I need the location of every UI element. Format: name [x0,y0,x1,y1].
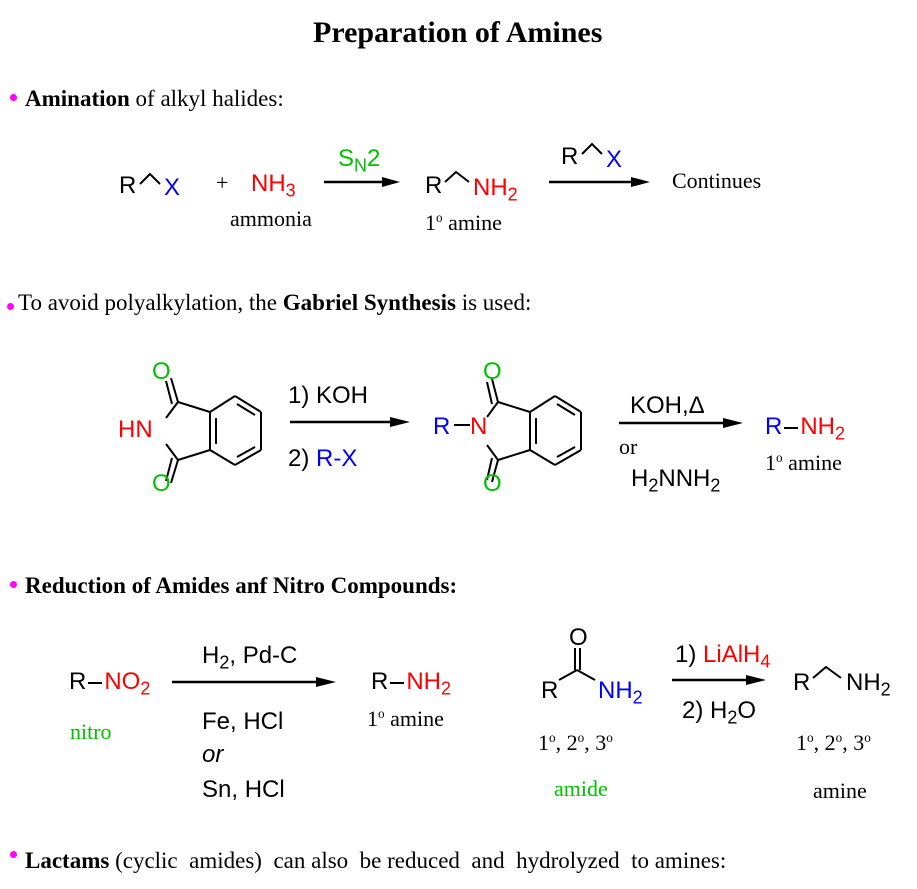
nitro-cond-or: or [202,741,224,768]
heading-bold: Lactams [25,848,110,873]
phthalimide-O-bottom: O [152,470,171,497]
hydrazine-label: H2NNH2 [631,465,721,496]
alkyl-halide-bond [139,172,161,185]
reagent-alkyl-R: R [561,143,579,170]
nitro-cond-fe: Fe, HCl [202,708,284,735]
plus-sign: + [216,170,229,195]
heading-bold: Amination [25,86,130,111]
bullet-icon [7,303,14,311]
nalkyl-bond [454,424,470,426]
phthalimide-structure [165,377,262,484]
continues-text: Continues [672,168,762,193]
primary-amine-R: R [425,172,443,199]
bullet-icon [10,581,17,589]
reaction-arrow-amide [672,675,766,685]
nitro-cond-top: H2, Pd-C [202,642,298,673]
heading-text: of alkyl halides: [129,86,284,111]
phthalimide-HN: HN [118,416,153,443]
nalkyl-O-bottom: O [483,470,502,497]
amine-label: amine [813,778,867,803]
nalkyl-R: R [433,413,451,440]
nitro-product-label: 1o amine [367,706,444,731]
reaction-arrow-gabriel-1 [290,417,410,427]
primary-amine-label: 1o amine [425,210,502,235]
nitro-cond-sn: Sn, HCl [202,776,285,803]
amide-label: amide [554,776,608,801]
section-reduction-heading: Reduction of Amides anf Nitro Compounds: [10,573,457,599]
nalkyl-N: N [470,413,488,440]
alkyl-halide-X: X [164,174,181,201]
amide-bonds [558,648,596,681]
amide-R: R [541,677,559,704]
gabriel-step2: 2) R-X [288,445,358,472]
nitro-label: nitro [70,719,112,744]
bullet-icon [10,94,17,102]
amine-degrees: 1o, 2o, 3o [796,730,871,755]
amide-product-R: R [793,669,811,696]
reaction-arrow-sn2 [324,177,400,187]
primary-amine-nh2: NH2 [473,174,518,205]
section-gabriel-heading: To avoid polyalkylation, the Gabriel Syn… [7,290,531,316]
reaction-arrow-gabriel-2 [619,418,743,428]
reaction-arrow-continues [549,177,650,187]
amide-O: O [569,624,588,651]
amide-step2: 2) H2O [682,697,757,728]
reagent-alkyl-X: X [606,146,623,173]
cleavage-condition-top: KOH,Δ [630,392,705,419]
nalkyl-phthalimide-structure [486,378,582,483]
reagent-alkyl-bond [581,142,603,155]
nalkyl-O-top: O [483,358,502,385]
cleavage-or: or [619,434,638,459]
section-amination-heading: Amination of alkyl halides: [10,86,284,112]
amide-degrees: 1o, 2o, 3o [538,730,613,755]
ammonia-formula: NH3 [251,170,296,201]
page-title: Preparation of Amines [313,16,603,49]
ammonia-label: ammonia [230,206,312,231]
amide-product-NH2: NH2 [846,669,891,700]
amide-step1: 1) LiAlH4 [675,641,771,672]
section-lactams-heading: Lactams (cyclic amides) can also be redu… [10,848,726,874]
bullet-icon [10,851,17,859]
primary-amine-bond [444,170,470,183]
gabriel-step1: 1) KOH [288,382,369,409]
reaction-arrow-nitro [172,677,336,687]
phthalimide-O-top: O [152,358,171,385]
alkyl-halide-R: R [119,172,137,199]
amide-product-bond [812,665,842,679]
amide-NH2: NH2 [598,677,643,708]
gabriel-product-label: 1o amine [765,450,842,475]
sn2-label: SN2 [338,145,381,176]
heading-bold: Gabriel Synthesis [282,290,456,315]
